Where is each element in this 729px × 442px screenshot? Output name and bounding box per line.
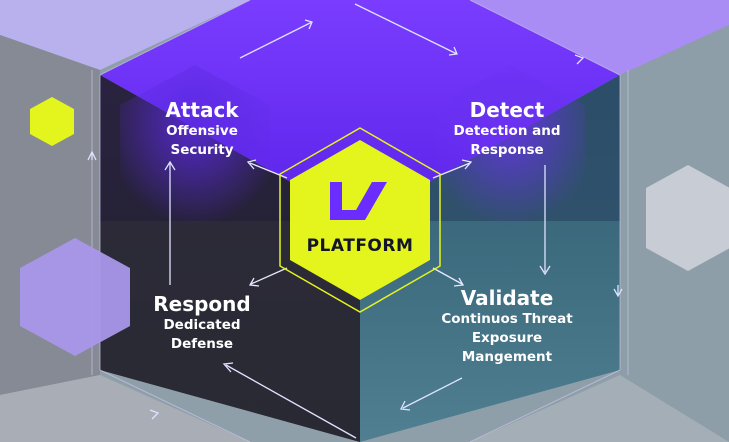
arrow-head-1 <box>304 19 313 30</box>
decor-lime-hexagon <box>30 97 74 146</box>
arrow-head-right-frame <box>613 288 623 298</box>
respond-label: Respond Dedicated Defense <box>132 292 272 354</box>
validate-title: Validate <box>460 286 554 310</box>
attack-title: Attack <box>165 98 239 122</box>
detect-line-1: Detection and <box>453 123 561 139</box>
arrow-head-4 <box>400 400 411 411</box>
flow-arrows <box>87 3 623 439</box>
attack-line-2: Security <box>170 142 234 158</box>
arrow-head-2 <box>448 46 458 56</box>
bg-bottom-left-panel <box>0 375 250 442</box>
detect-label: Detect Detection and Response <box>437 98 577 160</box>
arrow-validate-to-bottom <box>402 377 463 409</box>
arrow-head-6 <box>164 160 176 171</box>
detect-glow <box>435 65 585 235</box>
detect-line-2: Response <box>470 142 544 158</box>
validate-line-2: Exposure <box>471 330 543 346</box>
bg-top-right-panel <box>460 0 729 75</box>
attack-label: Attack Offensive Security <box>130 98 274 160</box>
platform-logo-icon <box>330 182 387 220</box>
detect-title: Detect <box>469 98 545 122</box>
decor-lavender-hexagon <box>20 238 130 356</box>
arrow-attack-to-top <box>239 21 313 59</box>
arrow-top-to-detect <box>354 3 458 55</box>
respond-line-1: Dedicated <box>163 317 241 333</box>
arrow-head-5 <box>222 362 234 373</box>
hex-left-lower-shade <box>100 221 360 442</box>
arrow-head-3 <box>539 265 551 276</box>
bg-top-left-panel <box>0 0 250 70</box>
validate-line-1: Continuos Threat <box>441 311 573 327</box>
attack-line-1: Offensive <box>166 123 238 139</box>
arrow-bottom-to-respond <box>225 364 357 439</box>
bg-bottom-right-panel <box>470 375 729 442</box>
radial-arrows <box>246 159 473 287</box>
platform-hex-outline <box>279 127 441 313</box>
platform-label: PLATFORM <box>306 236 414 256</box>
attack-glow <box>120 65 270 235</box>
arrow-head-bottom-left <box>149 409 160 420</box>
decor-grey-hexagon <box>646 165 729 271</box>
validate-line-3: Mangement <box>461 349 553 365</box>
arrow-head-top-right <box>574 54 585 65</box>
respond-title: Respond <box>153 292 251 316</box>
arrow-head-left-frame <box>87 150 97 161</box>
respond-line-2: Defense <box>170 336 234 352</box>
validate-label: Validate Continuos Threat Exposure Mange… <box>432 286 582 367</box>
